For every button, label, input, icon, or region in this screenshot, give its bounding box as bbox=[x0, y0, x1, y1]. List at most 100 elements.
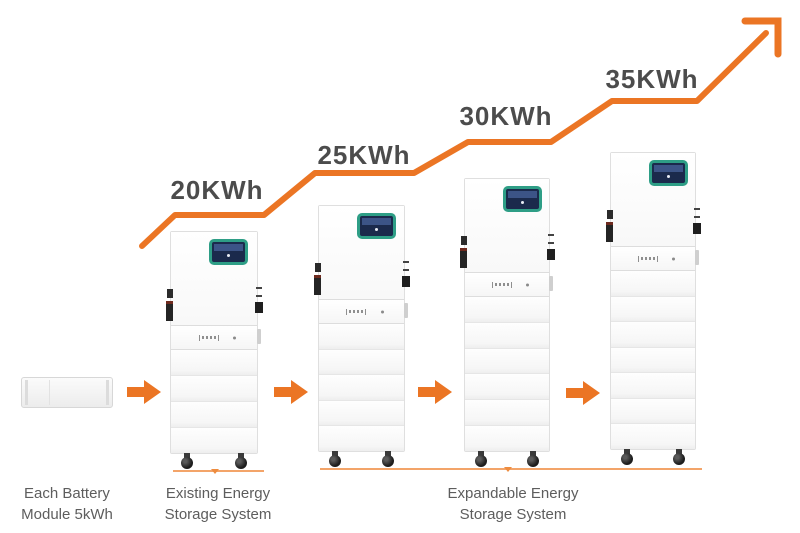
screen-indicator bbox=[375, 227, 379, 231]
battery-module-segment bbox=[319, 324, 404, 349]
left-plug-icon bbox=[166, 301, 173, 321]
right-port-icon bbox=[548, 234, 554, 236]
control-strip bbox=[611, 247, 699, 271]
caster-wheel-icon bbox=[474, 451, 488, 468]
battery-stack bbox=[611, 271, 695, 450]
right-port-icon bbox=[694, 216, 700, 218]
caption-line: Storage System bbox=[459, 506, 567, 523]
single-battery-module bbox=[21, 377, 113, 408]
right-port-icon bbox=[256, 295, 262, 297]
left-connector-icon bbox=[167, 289, 173, 298]
control-strip bbox=[319, 300, 408, 324]
caster-wheel-icon bbox=[620, 449, 634, 466]
right-plug-icon bbox=[255, 302, 263, 313]
storage-tower-20kwh bbox=[166, 231, 263, 469]
right-plug-icon bbox=[402, 276, 410, 287]
storage-tower-25kwh bbox=[314, 205, 410, 467]
battery-module-segment bbox=[465, 297, 549, 322]
power-dot-icon bbox=[525, 283, 529, 286]
capacity-label-25kwh: 25KWh bbox=[317, 140, 411, 170]
display-screen bbox=[357, 213, 396, 239]
caster-wheel-icon bbox=[672, 449, 686, 466]
right-port-icon bbox=[694, 208, 700, 210]
inverter-unit bbox=[460, 179, 555, 273]
battery-stack bbox=[319, 324, 404, 451]
battery-module-segment bbox=[611, 372, 695, 398]
caption-line: Each Battery bbox=[24, 485, 110, 502]
right-port-icon bbox=[548, 242, 554, 244]
screen-graphic bbox=[654, 165, 683, 172]
screen-graphic bbox=[214, 244, 243, 251]
indicator-pips bbox=[198, 334, 219, 341]
battery-module-segment bbox=[171, 427, 257, 453]
side-handle bbox=[257, 329, 261, 344]
side-handle bbox=[549, 276, 553, 291]
storage-tower-35kwh bbox=[606, 152, 701, 465]
battery-module-segment bbox=[611, 423, 695, 450]
control-strip bbox=[171, 326, 261, 350]
control-strip bbox=[465, 273, 553, 297]
display-screen bbox=[649, 160, 688, 186]
side-handle bbox=[695, 250, 699, 265]
caption-line: Expandable Energy bbox=[447, 485, 579, 502]
battery-module-segment bbox=[465, 373, 549, 400]
screen-indicator bbox=[521, 200, 525, 204]
power-dot-icon bbox=[671, 257, 675, 260]
caster-wheel-icon bbox=[180, 453, 194, 470]
right-plug-icon bbox=[693, 223, 701, 234]
screen-graphic bbox=[362, 218, 391, 225]
module-seam bbox=[49, 380, 50, 405]
down-caret-icon bbox=[211, 469, 219, 474]
battery-module-segment bbox=[611, 295, 695, 322]
inverter-unit bbox=[606, 153, 701, 247]
battery-module-segment bbox=[465, 425, 549, 451]
indicator-pips bbox=[346, 308, 367, 315]
power-dot-icon bbox=[233, 336, 237, 339]
down-caret-icon bbox=[504, 467, 512, 472]
arrow-right-icon bbox=[127, 380, 161, 404]
battery-module-segment bbox=[171, 375, 257, 401]
left-plug-icon bbox=[460, 248, 467, 268]
power-dot-icon bbox=[380, 310, 384, 313]
screen-graphic bbox=[508, 191, 537, 198]
battery-module-segment bbox=[611, 346, 695, 373]
battery-module-segment bbox=[465, 399, 549, 426]
battery-module-segment bbox=[171, 350, 257, 375]
battery-module-segment bbox=[319, 399, 404, 426]
inverter-unit bbox=[166, 232, 263, 326]
left-plug-icon bbox=[314, 275, 321, 295]
left-connector-icon bbox=[607, 210, 613, 219]
battery-module-segment bbox=[465, 321, 549, 348]
storage-tower-30kwh bbox=[460, 178, 555, 467]
battery-module-segment bbox=[319, 374, 404, 400]
battery-module-segment bbox=[171, 401, 257, 427]
capacity-label-35kwh: 35KWh bbox=[605, 64, 699, 94]
caster-wheel-icon bbox=[234, 453, 248, 470]
arrow-right-icon bbox=[418, 380, 452, 404]
battery-module-segment bbox=[611, 271, 695, 296]
right-plug-icon bbox=[547, 249, 555, 260]
battery-module-segment bbox=[465, 347, 549, 374]
screen-indicator bbox=[227, 253, 231, 257]
right-port-icon bbox=[403, 269, 409, 271]
arrow-right-icon bbox=[274, 380, 308, 404]
caption-expandable-system: Expandable Energy Storage System bbox=[413, 483, 613, 525]
caster-wheel-icon bbox=[328, 451, 342, 468]
caster-wheel-icon bbox=[526, 451, 540, 468]
indicator-pips bbox=[637, 255, 658, 262]
caption-line: Storage System bbox=[164, 506, 272, 523]
display-screen bbox=[503, 186, 542, 212]
caption-battery-module: Each Battery Module 5kWh bbox=[2, 483, 132, 525]
caption-line: Module 5kWh bbox=[21, 506, 113, 523]
battery-module-segment bbox=[611, 397, 695, 424]
growth-arrowhead-icon bbox=[741, 17, 782, 58]
arrow-right-icon bbox=[566, 381, 600, 405]
indicator-pips bbox=[491, 281, 512, 288]
display-screen bbox=[209, 239, 248, 265]
battery-module-segment bbox=[611, 321, 695, 347]
left-connector-icon bbox=[461, 236, 467, 245]
left-connector-icon bbox=[315, 263, 321, 272]
left-plug-icon bbox=[606, 222, 613, 242]
side-handle bbox=[404, 303, 408, 318]
